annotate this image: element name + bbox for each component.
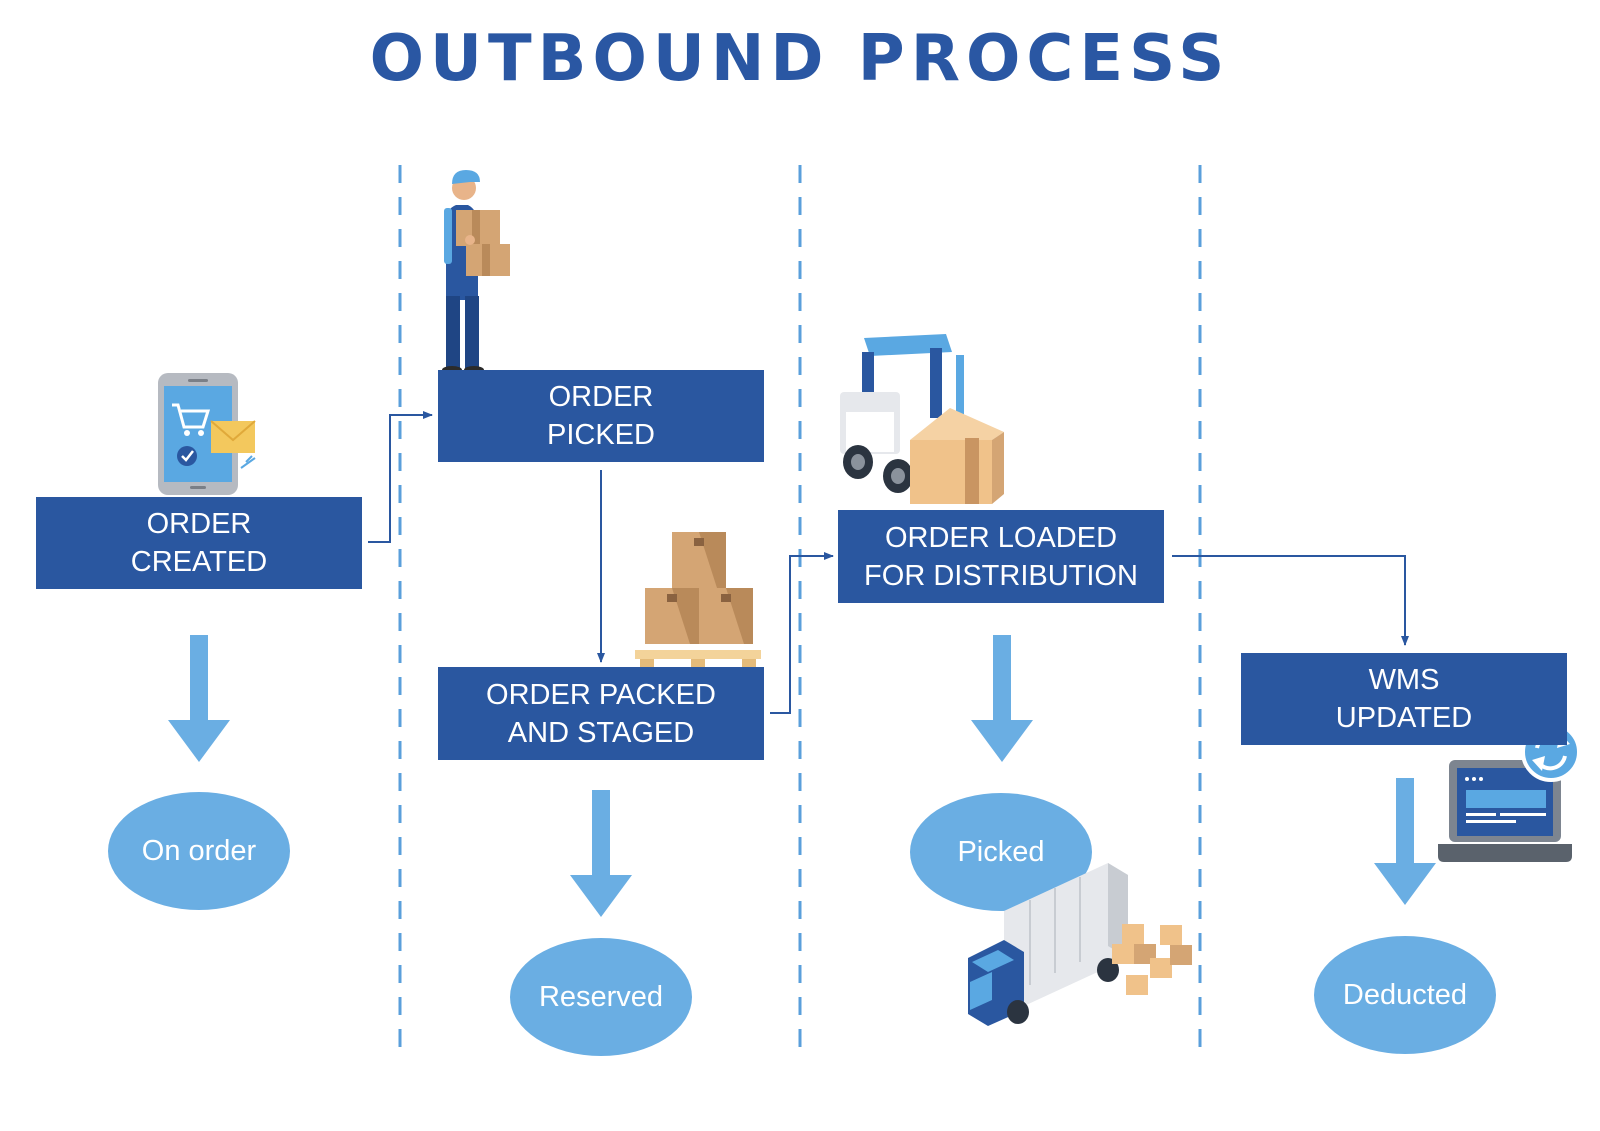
stage-order-created: ORDER CREATED: [36, 497, 362, 589]
down-arrow-loaded: [971, 635, 1033, 762]
stage-label-line1: WMS: [1368, 664, 1440, 696]
stage-label-line1: ORDER LOADED: [884, 521, 1118, 554]
page-title: OUTBOUND PROCESS: [369, 22, 1231, 96]
status-deducted: Deducted: [1314, 936, 1496, 1054]
stage-label-line2: UPDATED: [1335, 702, 1473, 734]
stage-order-packed-and-staged: ORDER PACKED AND STAGED: [438, 667, 764, 760]
stage-label-line1: ORDER: [548, 381, 654, 413]
stage-label-line2: FOR DISTRIBUTION: [864, 559, 1138, 592]
status-reserved: Reserved: [510, 938, 692, 1056]
stage-label-line2: CREATED: [130, 546, 268, 578]
status-on-order: On order: [108, 792, 290, 910]
stage-order-picked: ORDER PICKED: [438, 370, 764, 462]
status-picked: Picked: [910, 793, 1092, 911]
down-arrow-wms: [1374, 778, 1436, 905]
stage-wms-updated: WMS UPDATED: [1241, 653, 1567, 745]
laptop-sync-icon: [1438, 722, 1581, 862]
down-arrow-packed: [570, 790, 632, 917]
worker-carrying-boxes-icon: [442, 170, 510, 374]
stage-label-line2: AND STAGED: [507, 716, 695, 749]
stage-label-line1: ORDER: [146, 508, 252, 540]
phone-cart-icon: [158, 373, 256, 495]
down-arrow-created: [168, 635, 230, 762]
connector-created-to-picked: [368, 411, 433, 543]
stage-label-line1: ORDER PACKED: [486, 678, 716, 711]
stage-label-line2: PICKED: [547, 419, 655, 451]
connector-loaded-to-wms: [1172, 555, 1409, 646]
boxes-on-pallet-icon: [635, 532, 761, 675]
stage-order-loaded-for-distribution: ORDER LOADED FOR DISTRIBUTION: [838, 510, 1164, 603]
forklift-icon: [840, 334, 1004, 504]
connector-packed-to-loaded: [770, 552, 834, 714]
